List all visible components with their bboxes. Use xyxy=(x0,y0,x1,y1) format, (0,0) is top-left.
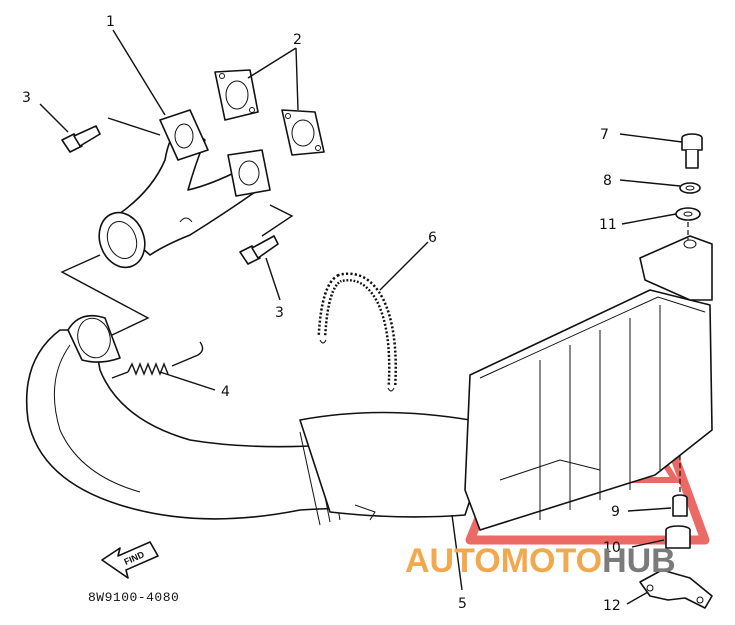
gasket-lower xyxy=(281,109,325,156)
callout-7: 7 xyxy=(600,127,609,143)
callout-10: 10 xyxy=(603,540,621,556)
leader-lines xyxy=(39,29,683,605)
callout-8: 8 xyxy=(603,173,612,189)
gasket-upper xyxy=(214,69,259,121)
header-pipe xyxy=(98,109,271,269)
callout-12: 12 xyxy=(603,598,621,614)
callout-6: 6 xyxy=(428,230,437,246)
part-code: 8W9100-4080 xyxy=(88,590,179,605)
callout-3a: 3 xyxy=(22,90,31,106)
bolt-7 xyxy=(681,133,703,169)
callout-2: 2 xyxy=(293,32,302,48)
collar-9 xyxy=(672,494,688,517)
find-arrow-icon: FIND xyxy=(101,541,159,579)
assembly-guide-line xyxy=(60,254,150,337)
callout-3b: 3 xyxy=(275,305,284,321)
exhaust-pipe xyxy=(25,314,491,526)
damper-10 xyxy=(665,525,691,549)
bolt-lower xyxy=(239,235,279,265)
callouts: 1 2 3 3 4 5 6 7 8 9 10 11 12 xyxy=(22,14,621,614)
muffler xyxy=(464,235,713,531)
callout-9: 9 xyxy=(611,504,620,520)
bracket-12 xyxy=(639,569,713,609)
callout-1: 1 xyxy=(106,14,115,30)
spring xyxy=(111,341,204,379)
callout-11: 11 xyxy=(599,217,617,233)
watermark-text-right: HUB xyxy=(602,542,676,580)
bolt-upper xyxy=(61,125,101,153)
washer-8 xyxy=(679,182,701,194)
callout-4: 4 xyxy=(221,384,230,400)
callout-5: 5 xyxy=(458,596,467,612)
washer-11 xyxy=(675,207,701,221)
watermark-text: AUTOMOTOHUB xyxy=(405,542,676,580)
hose xyxy=(317,272,397,392)
watermark-text-left: AUTOMOTO xyxy=(405,542,602,580)
